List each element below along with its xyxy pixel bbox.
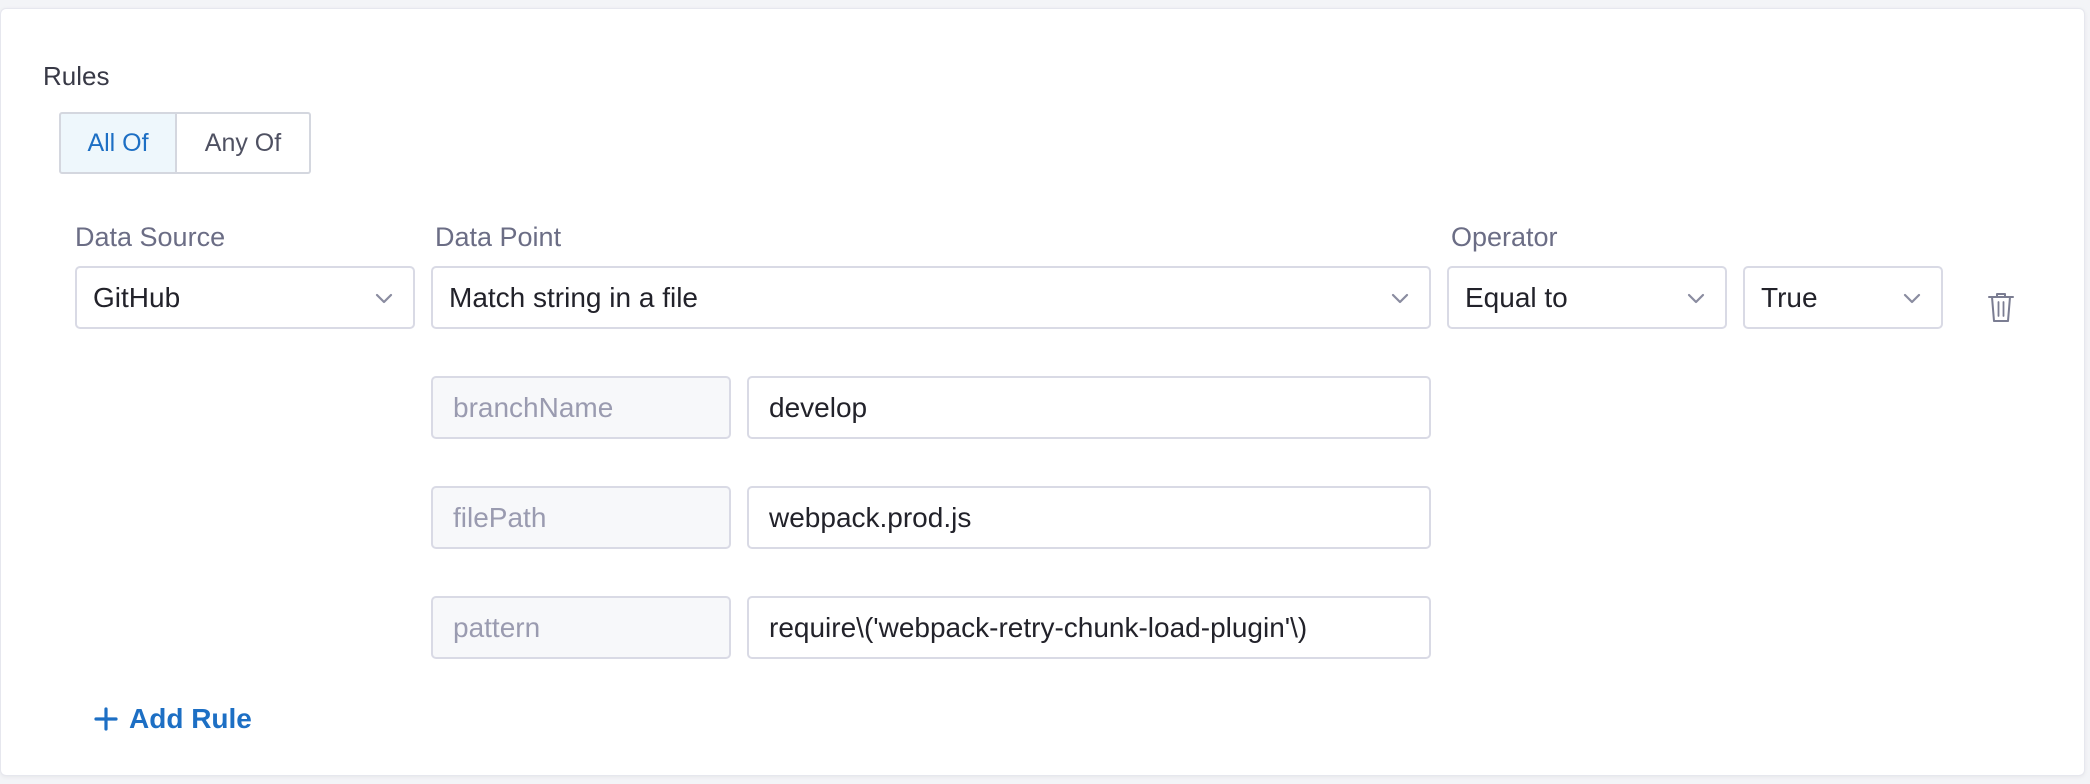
add-rule-label: Add Rule — [129, 703, 252, 734]
data-source-select[interactable]: GitHub — [75, 266, 415, 329]
data-point-value: Match string in a file — [449, 281, 698, 313]
operator-label: Operator — [1451, 222, 1558, 252]
match-mode-toggle: All Of Any Of — [59, 112, 311, 174]
param-value-filepath[interactable]: webpack.prod.js — [747, 486, 1431, 549]
all-of-button[interactable]: All Of — [59, 112, 177, 174]
chevron-down-icon — [375, 293, 393, 304]
chevron-down-icon — [1903, 293, 1921, 304]
param-key-pattern: pattern — [431, 596, 731, 659]
trash-icon[interactable] — [1986, 290, 2016, 324]
any-of-button[interactable]: Any Of — [177, 112, 311, 174]
data-source-value: GitHub — [93, 281, 181, 313]
section-title: Rules — [43, 61, 110, 91]
chevron-down-icon — [1391, 293, 1409, 304]
data-point-label: Data Point — [435, 222, 562, 252]
chevron-down-icon — [1687, 293, 1705, 304]
operator-value: Equal to — [1465, 281, 1568, 313]
value-select[interactable]: True — [1743, 266, 1943, 329]
param-value-branchname[interactable]: develop — [747, 376, 1431, 439]
add-rule-button[interactable]: Add Rule — [93, 703, 252, 735]
param-value-pattern[interactable]: require\('webpack-retry-chunk-load-plugi… — [747, 596, 1431, 659]
plus-icon — [94, 707, 118, 731]
operator-select[interactable]: Equal to — [1447, 266, 1727, 329]
value-value: True — [1761, 281, 1818, 313]
data-source-label: Data Source — [75, 222, 226, 252]
param-key-branchname: branchName — [431, 376, 731, 439]
param-key-filepath: filePath — [431, 486, 731, 549]
rules-card: Rules All Of Any Of Data Source Data Poi… — [0, 8, 2085, 776]
data-point-select[interactable]: Match string in a file — [431, 266, 1431, 329]
